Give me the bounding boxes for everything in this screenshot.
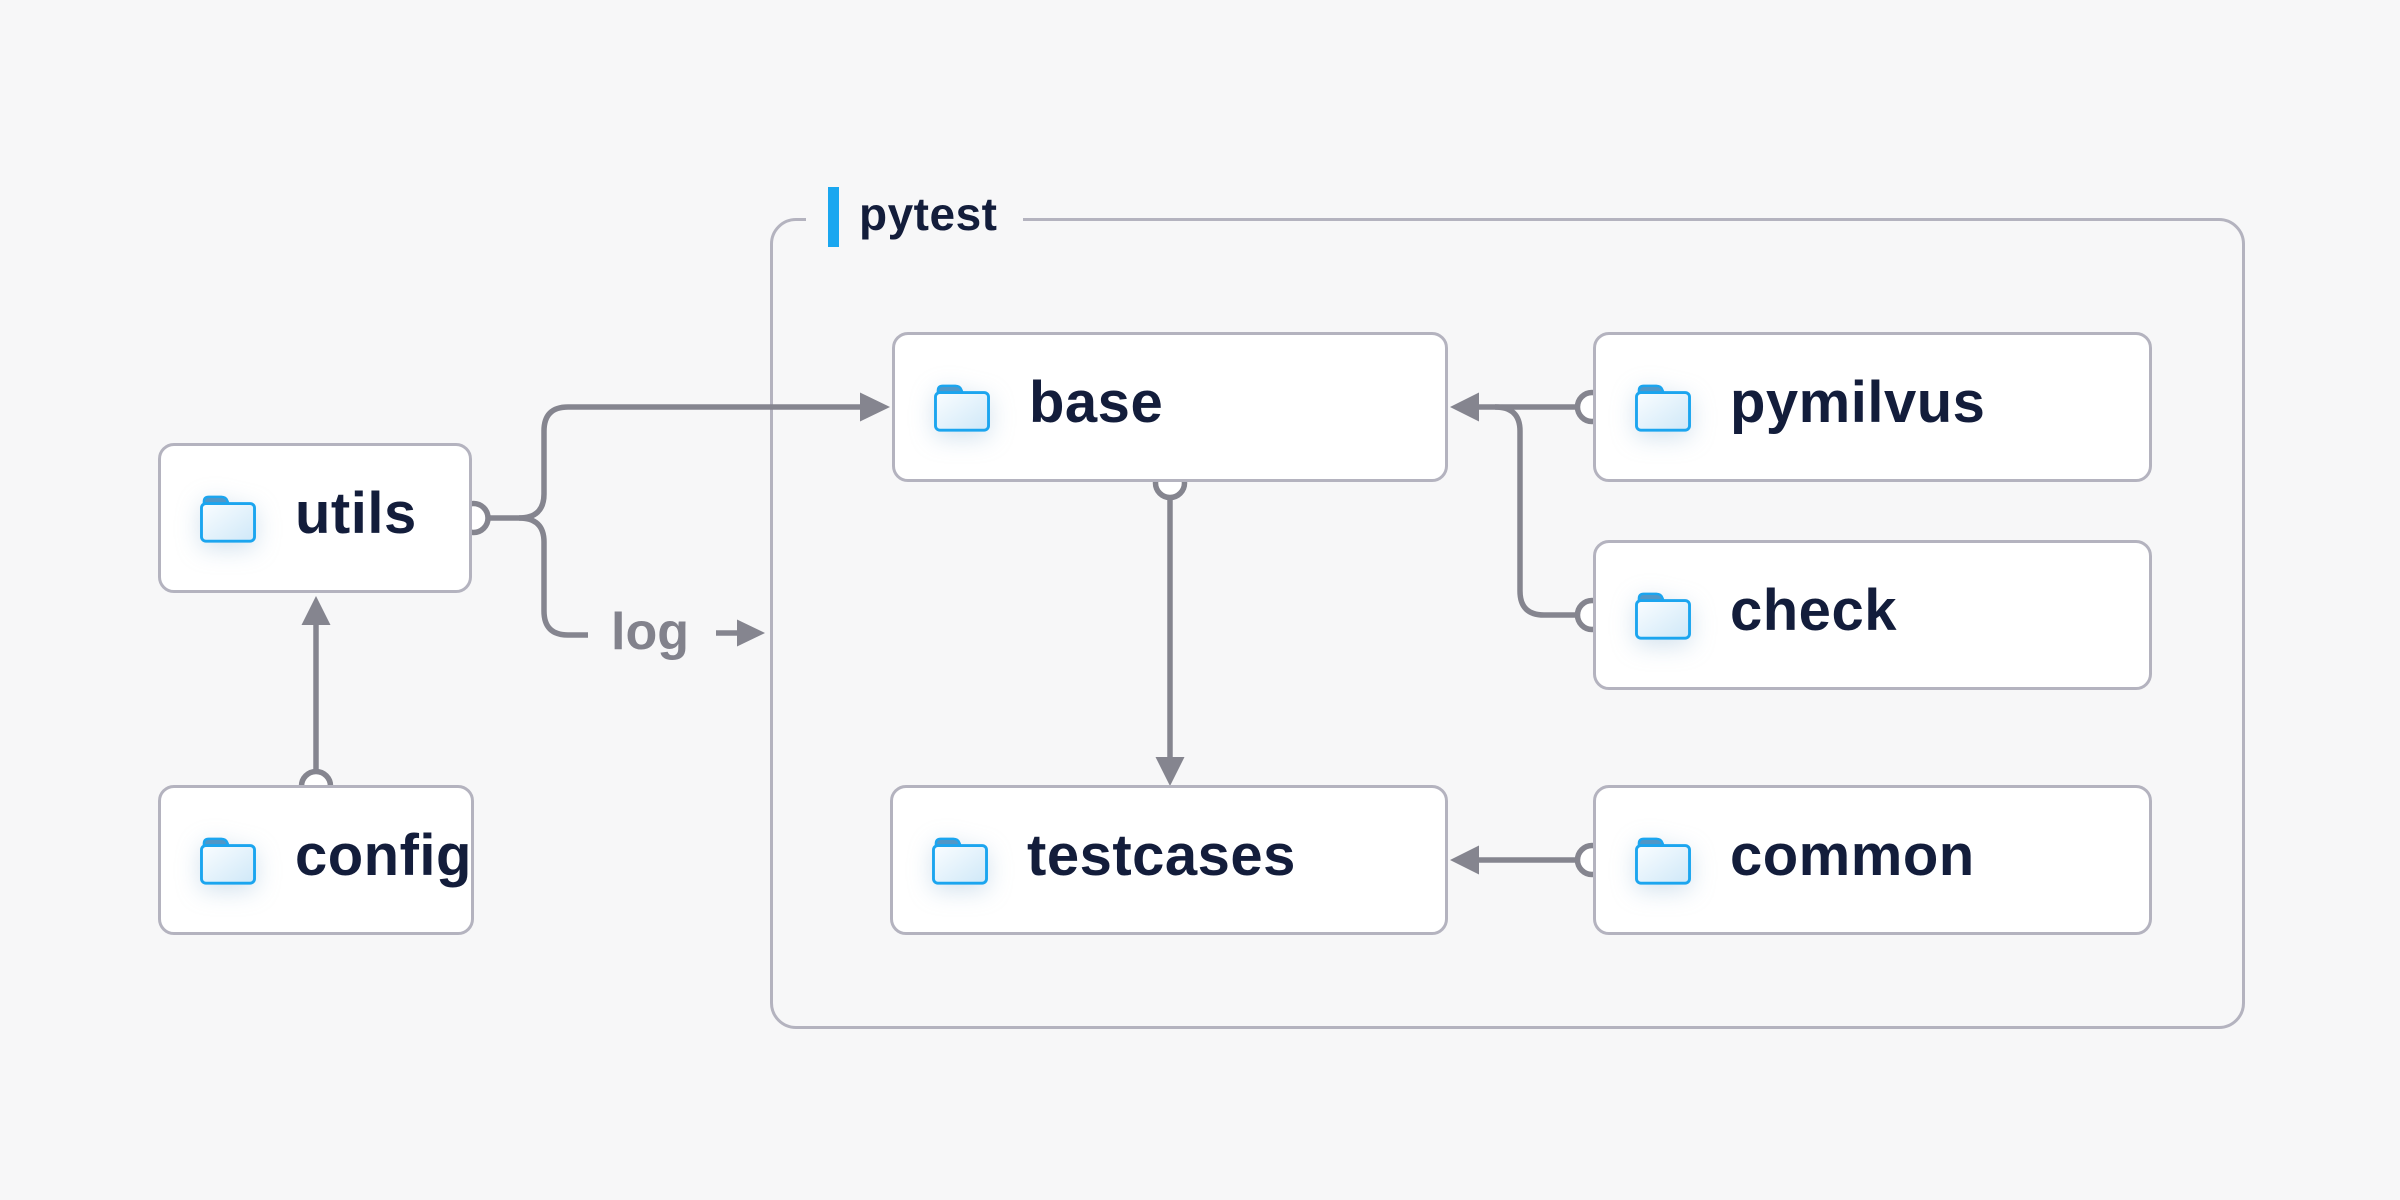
arrowhead-into-utils-bottom <box>301 596 331 625</box>
folder-icon <box>200 495 256 543</box>
node-base: base <box>892 332 1448 482</box>
node-label: base <box>1029 370 1164 435</box>
node-common: common <box>1593 785 2152 935</box>
node-label: testcases <box>1027 823 1296 888</box>
node-utils: utils <box>158 443 472 593</box>
node-config: config <box>158 785 474 935</box>
edge-check-base <box>1494 404 1577 618</box>
pytest-group-border <box>770 218 2245 1029</box>
folder-icon <box>1635 592 1691 640</box>
node-label: pymilvus <box>1730 370 1986 435</box>
arrowhead-into-base-right <box>1450 392 1479 422</box>
node-label: common <box>1730 823 1975 888</box>
arrowhead-into-base-left <box>860 392 890 422</box>
node-testcases: testcases <box>890 785 1448 935</box>
folder-icon <box>1635 384 1691 432</box>
pytest-group-label: pytest <box>806 186 1024 248</box>
node-check: check <box>1593 540 2152 690</box>
folder-icon <box>1635 837 1691 885</box>
arrowhead-log <box>737 619 765 647</box>
node-label: check <box>1730 578 1897 643</box>
node-label: config <box>295 823 472 888</box>
node-label: utils <box>295 481 417 546</box>
folder-icon <box>200 837 256 885</box>
label-accent-bar <box>828 187 839 247</box>
log-edge-label: log <box>611 603 689 661</box>
arrowhead-into-testcases-top <box>1155 757 1185 786</box>
node-pymilvus: pymilvus <box>1593 332 2152 482</box>
arrowhead-into-testcases-right <box>1450 845 1479 875</box>
edge-utils-log <box>518 515 588 638</box>
edge-utils-base <box>488 404 862 521</box>
folder-icon <box>934 384 990 432</box>
folder-icon <box>932 837 988 885</box>
pytest-group-title: pytest <box>859 188 998 240</box>
